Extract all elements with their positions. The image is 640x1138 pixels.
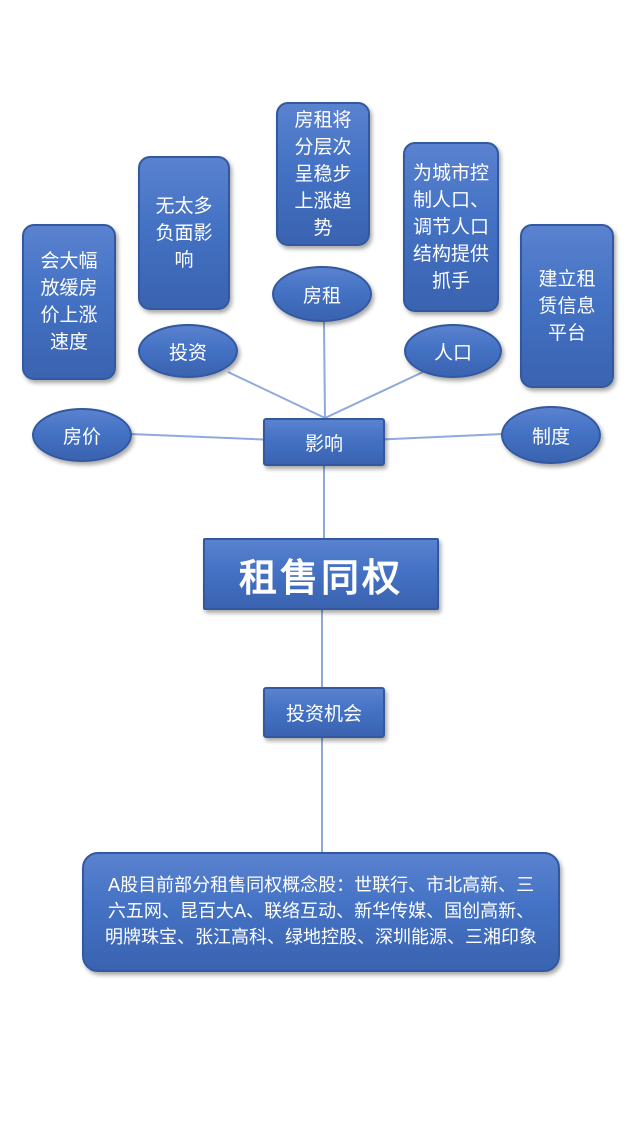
- factor-population-label: 人口: [433, 341, 472, 364]
- factor-population: 人口: [404, 324, 502, 378]
- card-price: 会大幅放缓房价上涨速度: [22, 224, 116, 380]
- factor-invest: 投资: [138, 324, 238, 378]
- card-population: 为城市控制人口、调节人口结构提供抓手: [403, 142, 499, 312]
- impact-label: 影响: [304, 432, 343, 455]
- factor-system: 制度: [501, 406, 601, 464]
- factor-rent: 房租: [272, 266, 372, 322]
- card-system-text: 建立租赁信息平台: [538, 267, 596, 344]
- card-population-text: 为城市控制人口、调节人口结构提供抓手: [413, 161, 490, 292]
- center-topic: 租售同权: [203, 538, 439, 610]
- card-invest-text: 无太多负面影响: [155, 194, 213, 271]
- opportunity-box: 投资机会: [263, 687, 385, 738]
- center-topic-label: 租售同权: [238, 555, 403, 600]
- card-rent-text: 房租将分层次呈稳步上涨趋势: [294, 108, 352, 239]
- card-price-text: 会大幅放缓房价上涨速度: [40, 250, 98, 353]
- stocks-text: A股目前部分租售同权概念股：世联行、市北高新、三六五网、昆百大A、联络互动、新华…: [105, 875, 537, 948]
- stocks-box: A股目前部分租售同权概念股：世联行、市北高新、三六五网、昆百大A、联络互动、新华…: [82, 852, 560, 972]
- impact-box: 影响: [263, 418, 385, 466]
- factor-system-label: 制度: [531, 425, 570, 448]
- card-system: 建立租赁信息平台: [520, 224, 614, 388]
- connector-impact-rent: [323, 321, 326, 419]
- factor-price: 房价: [32, 408, 132, 462]
- opportunity-label: 投资机会: [285, 703, 362, 725]
- card-rent: 房租将分层次呈稳步上涨趋势: [276, 102, 370, 246]
- factor-price-label: 房价: [62, 425, 101, 448]
- connector-impact-invest: [227, 371, 326, 419]
- card-invest: 无太多负面影响: [138, 156, 230, 310]
- connector-impact-population: [324, 371, 424, 419]
- factor-rent-label: 房租: [302, 284, 341, 307]
- factor-invest-label: 投资: [168, 341, 207, 364]
